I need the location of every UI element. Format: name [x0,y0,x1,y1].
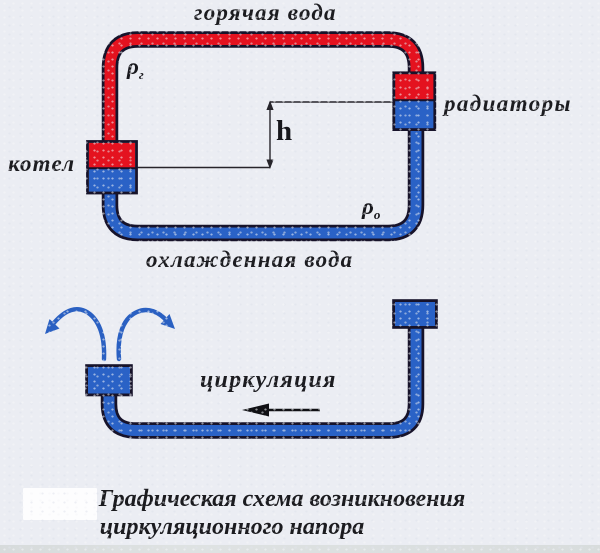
caption-line-2: циркуляционного напора [99,514,365,540]
right-fitting-block [392,299,438,329]
heat-arrow-right [116,307,170,362]
boiler-block [86,140,138,195]
bottom-loop-diagram [45,299,438,439]
radiator-block [392,71,437,132]
scan-edge-artifact [0,545,600,553]
boiler-cold-section [88,168,136,192]
heat-loss-arrows [45,307,175,362]
radiator-cold-section [395,100,434,129]
rho-cold-subscript: о [373,207,381,222]
cold-water-label: охлажденная вода [146,247,354,272]
rho-hot-symbol: ρг [127,55,144,81]
left-fitting-block [85,364,133,397]
circulation-label: циркуляция [200,367,337,393]
heat-arrow-left [50,307,107,362]
boiler-hot-section [88,142,136,169]
left-fitting-fill [88,367,130,394]
circulation-arrow [242,403,320,417]
rho-cold-symbol: ρо [362,195,380,221]
circulation-arrow-head-icon [242,403,269,417]
rho-hot-base: ρ [127,54,139,79]
rho-hot-subscript: г [138,67,144,82]
whiteout-patch [23,488,97,520]
caption-line-1: Графическая схема возникновения [98,486,466,512]
radiator-hot-section [395,74,434,101]
radiators-label: радиаторы [444,91,572,116]
right-fitting-fill [395,302,435,326]
hot-water-pipe [101,31,425,147]
boiler-label: котел [8,151,76,176]
height-dimension [136,100,393,169]
hot-water-label: горячая вода [194,0,337,25]
height-label: h [276,115,293,147]
rho-cold-base: ρ [362,194,374,219]
